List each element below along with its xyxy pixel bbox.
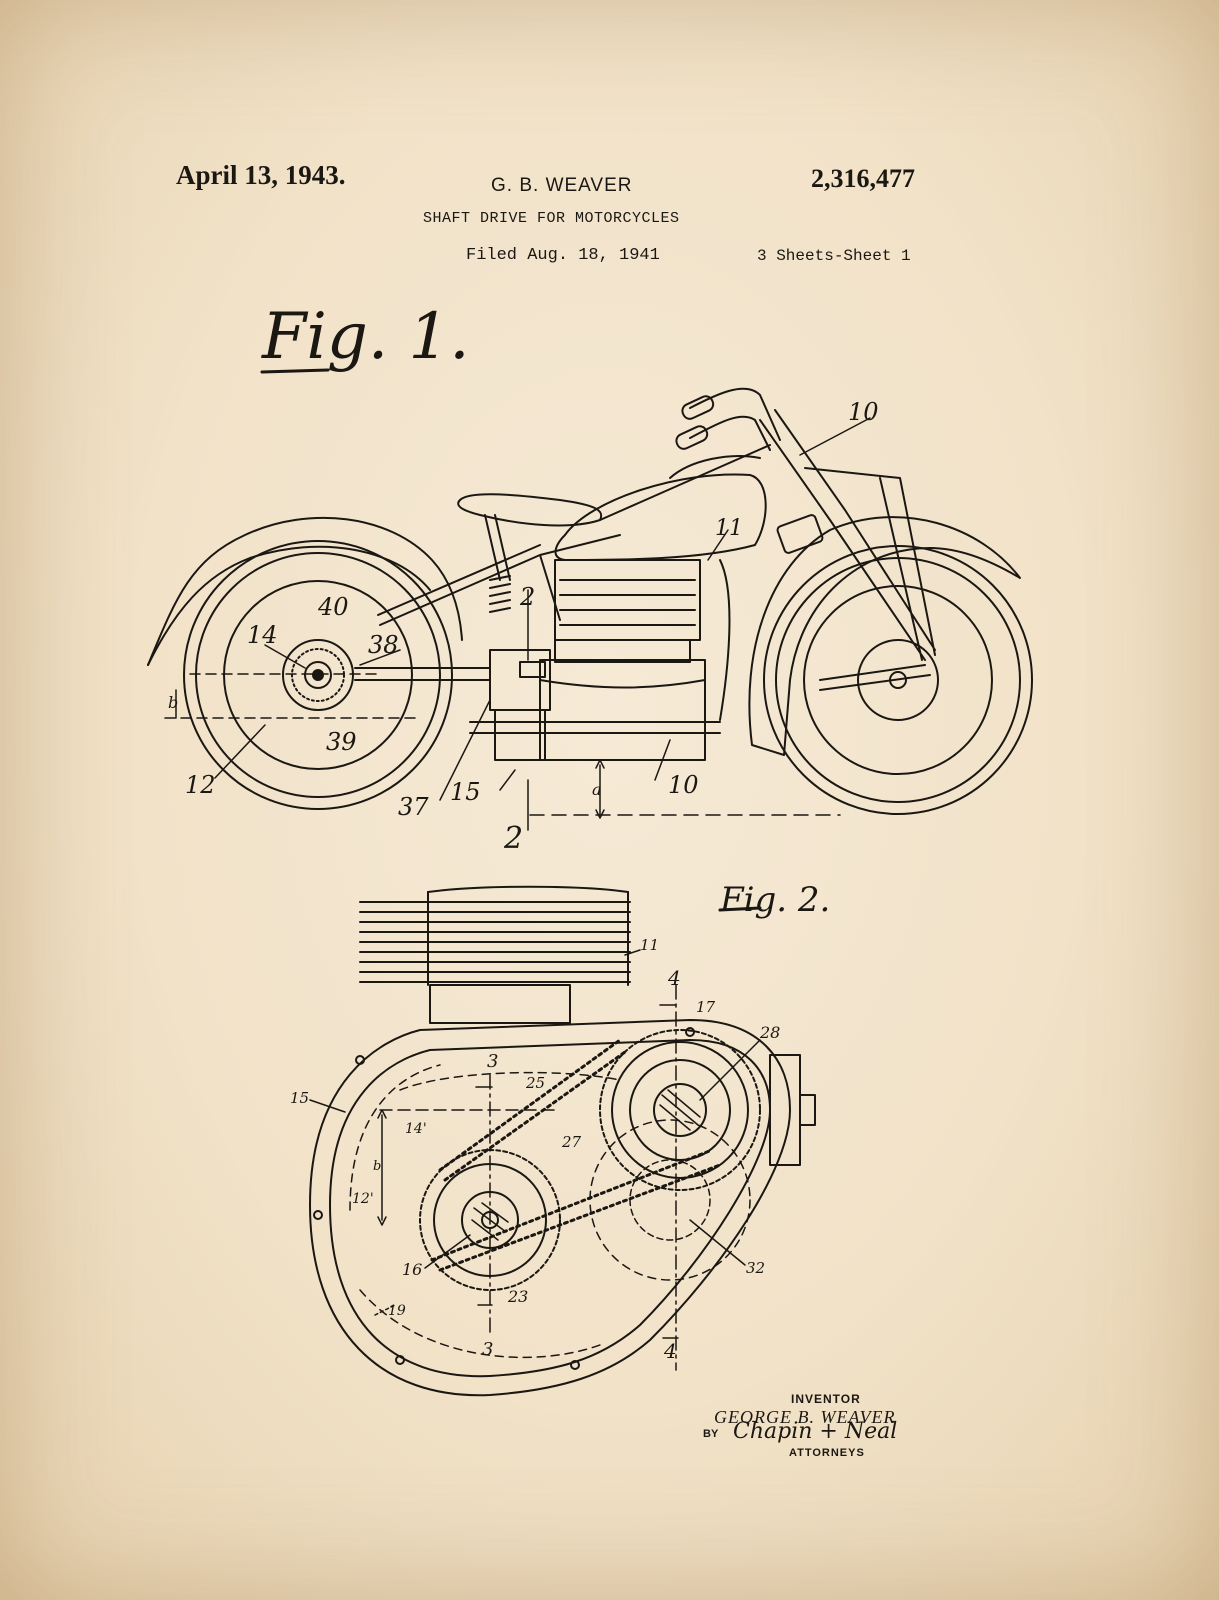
attorney-signature: Chapin + Neal [733, 1419, 898, 1444]
fig2-drive-drawing: 11 4 17 28 3 25 15 14' 27 b 12' 16 23 32… [290, 885, 816, 1397]
cylinder-fins [359, 885, 631, 1024]
fig1-ref-15: 15 [450, 778, 481, 806]
fig2-ref-11: 11 [640, 936, 659, 954]
fig2-ref-14p: 14' [405, 1121, 427, 1137]
inventor-header: G. B. WEAVER [491, 175, 633, 196]
patent-number: 2,316,477 [811, 164, 915, 193]
patent-date: April 13, 1943. [176, 160, 346, 190]
inventor-caption: INVENTOR [791, 1392, 861, 1406]
patent-title: SHAFT DRIVE FOR MOTORCYCLES [423, 210, 680, 227]
fig1-ref-39: 39 [326, 728, 357, 756]
fig2-ref-b: b [373, 1159, 381, 1174]
fig1-ref-14: 14 [247, 621, 278, 649]
frame [377, 444, 771, 626]
fig1-ref-11: 11 [715, 516, 743, 541]
fig1-ref-2a: 2 [519, 583, 535, 611]
fig2-ref-4a: 4 [667, 966, 681, 990]
fig2-ref-17: 17 [696, 998, 716, 1016]
inventor-signature-name: GEORGE B. WEAVER [714, 1407, 896, 1427]
fig2-ref-28: 28 [759, 1023, 780, 1042]
fig2-ref-19: 19 [388, 1303, 406, 1319]
fig2-ref-32: 32 [746, 1259, 765, 1277]
fig1-ref-2b: 2 [503, 821, 523, 856]
fig2-ref-23: 23 [507, 1287, 528, 1306]
fig1-ref-10b: 10 [668, 771, 699, 799]
fig2-ref-15: 15 [290, 1089, 309, 1107]
fig1-ref-b: b [168, 693, 178, 712]
fig1-label: Fig. 1. [262, 300, 470, 374]
large-sprocket [599, 1029, 761, 1191]
filed-date: Filed Aug. 18, 1941 [466, 246, 660, 265]
fig2-ref-25: 25 [525, 1074, 545, 1092]
fig1-motorcycle-drawing: 10 11 2 40 14 38 39 12 37 15 10 2 b a [147, 368, 1033, 856]
fig2-label: Fig. 2. [720, 880, 831, 920]
fig2-ref-3a: 3 [487, 1051, 498, 1072]
drive-casing [309, 1019, 791, 1397]
fig1-ref-38: 38 [368, 631, 399, 659]
fig1-ref-12: 12 [185, 771, 216, 799]
rear-wheel [183, 540, 453, 810]
handlebars [689, 387, 781, 451]
attorneys-caption: ATTORNEYS [789, 1447, 865, 1459]
fig2-ref-16: 16 [402, 1260, 422, 1279]
fig2-ref-3b: 3 [482, 1339, 493, 1360]
front-fender [748, 516, 1021, 756]
fig2-ref-4b: 4 [663, 1339, 677, 1363]
fig1-ref-a: a [592, 780, 602, 799]
drive-shaft [354, 667, 491, 681]
fig1-ref-37: 37 [398, 793, 429, 821]
fig1-ref-10a: 10 [848, 398, 879, 426]
fig2-ref-12p: 12' [352, 1191, 374, 1207]
drive-chain [430, 1038, 722, 1272]
engine [469, 559, 721, 761]
fig1-ref-40: 40 [317, 593, 349, 621]
by-label: BY [703, 1428, 719, 1440]
sheet-count: 3 Sheets-Sheet 1 [757, 247, 911, 265]
front-fork [759, 409, 936, 661]
fig2-ref-27: 27 [561, 1133, 582, 1151]
